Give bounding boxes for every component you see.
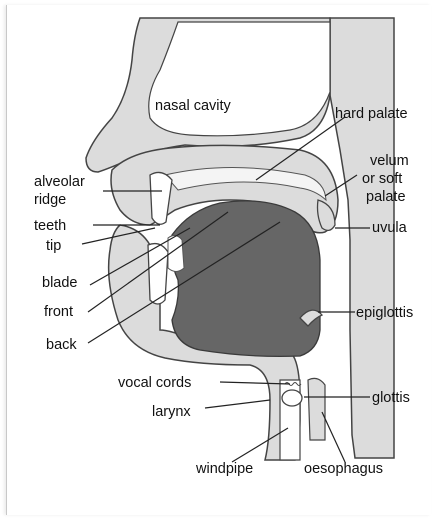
tongue (171, 201, 320, 357)
oesophagus-tube (308, 378, 325, 440)
label-alveolar-line2: ridge (34, 192, 66, 208)
label-hard-palate: hard palate (335, 106, 408, 122)
label-velum-line3: palate (366, 189, 406, 205)
label-epiglottis: epiglottis (356, 305, 413, 321)
label-velum-line2: or soft (362, 171, 402, 187)
leader-larynx (205, 400, 270, 408)
label-windpipe: windpipe (195, 461, 253, 477)
label-glottis: glottis (372, 390, 410, 406)
label-back: back (46, 337, 77, 353)
label-larynx: larynx (152, 404, 191, 420)
upper-teeth (150, 172, 172, 224)
label-oesophagus: oesophagus (304, 461, 383, 477)
label-alveolar-line1: alveolar (34, 174, 85, 190)
label-teeth: teeth (34, 218, 66, 234)
label-nasal-cavity: nasal cavity (155, 98, 232, 114)
label-vocal-cords: vocal cords (118, 375, 191, 391)
label-blade: blade (42, 275, 77, 291)
label-tip: tip (46, 238, 61, 254)
glottis-shape (282, 390, 302, 406)
label-front: front (44, 304, 73, 320)
label-velum-line1: velum (370, 153, 409, 169)
label-uvula: uvula (372, 220, 408, 236)
nasal-cavity-shape (149, 22, 330, 136)
